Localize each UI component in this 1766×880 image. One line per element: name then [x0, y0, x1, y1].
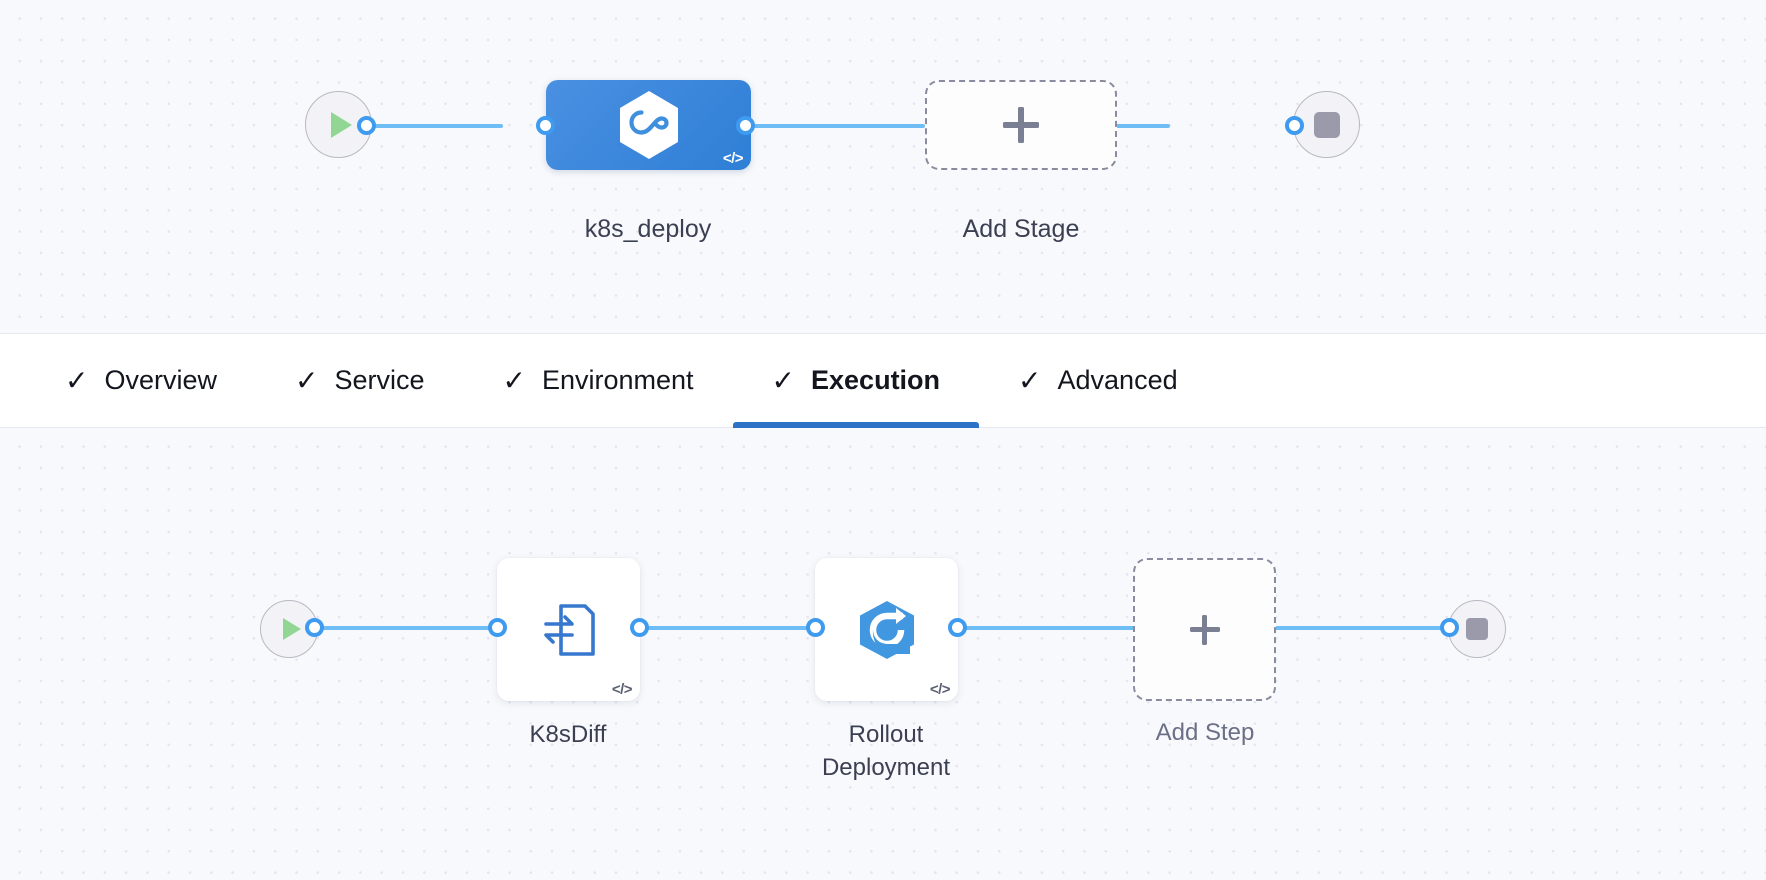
edge-rollout-to-add-step: [940, 626, 1140, 630]
stage-node-k8s-deploy[interactable]: </>: [546, 80, 751, 170]
connector-dot-exec-start-out[interactable]: [305, 618, 324, 637]
stage-pipeline-canvas[interactable]: </> k8s_deploy Add Stage: [0, 0, 1766, 333]
stage-node-label-k8s-deploy: k8s_deploy: [584, 215, 712, 243]
tab-execution[interactable]: ✓ Execution: [732, 333, 980, 429]
connector-dot-exec-end-in[interactable]: [1440, 618, 1459, 637]
connector-dot-rollout-out[interactable]: [948, 618, 967, 637]
edge-k8s-deploy-to-add-stage: [660, 124, 925, 128]
play-icon: [282, 618, 301, 640]
check-icon: ✓: [65, 364, 89, 396]
edge-start-to-k8s-deploy: [325, 124, 503, 128]
connector-dot-end-in[interactable]: [1285, 116, 1304, 135]
stop-icon: [1313, 111, 1340, 138]
add-step-label: Add Step: [1155, 719, 1255, 746]
tab-label-environment: Environment: [541, 365, 694, 395]
rollout-deployment-icon: [859, 600, 914, 659]
check-icon: ✓: [1018, 364, 1042, 396]
edge-start-to-k8sdiff: [297, 626, 502, 630]
tab-overview[interactable]: ✓ Overview: [26, 333, 256, 428]
stage-pipeline: </> k8s_deploy Add Stage: [0, 0, 1766, 333]
step-node-k8sdiff[interactable]: </>: [497, 558, 640, 701]
edge-add-step-to-end: [1268, 626, 1448, 630]
tab-environment[interactable]: ✓ Environment: [464, 333, 733, 428]
play-icon: [331, 111, 352, 138]
code-view-icon[interactable]: </>: [611, 681, 633, 698]
code-view-icon[interactable]: </>: [722, 150, 744, 167]
add-step-button[interactable]: [1133, 558, 1276, 701]
tab-advanced[interactable]: ✓ Advanced: [979, 333, 1217, 428]
connector-dot-rollout-in[interactable]: [806, 618, 825, 637]
tab-service[interactable]: ✓ Service: [256, 333, 464, 428]
check-icon: ✓: [295, 364, 319, 396]
connector-dot-k8s-deploy-in[interactable]: [536, 116, 555, 135]
stop-icon: [1466, 618, 1488, 640]
connector-dot-start-out[interactable]: [357, 116, 376, 135]
step-node-rollout-deployment[interactable]: </>: [815, 558, 958, 701]
connector-dot-k8sdiff-out[interactable]: [630, 618, 649, 637]
edge-k8sdiff-to-rollout: [630, 626, 815, 630]
connector-dot-k8sdiff-in[interactable]: [488, 618, 507, 637]
tab-label-execution: Execution: [811, 365, 941, 395]
stage-config-tabs: ✓ Overview ✓ Service ✓ Environment ✓ Exe…: [0, 333, 1766, 429]
code-view-icon[interactable]: </>: [929, 681, 951, 698]
step-label-rollout-deployment: Rollout Deployment: [821, 721, 951, 782]
check-icon: ✓: [771, 364, 796, 396]
tab-label-overview: Overview: [104, 365, 217, 395]
k8s-diff-icon: [543, 603, 595, 656]
check-icon: ✓: [502, 364, 526, 396]
plus-icon: [1189, 614, 1220, 645]
connector-dot-k8s-deploy-out[interactable]: [736, 116, 755, 135]
execution-pipeline-canvas[interactable]: </> K8sDiff </> Rollout Deployment Add S…: [0, 428, 1766, 880]
execution-pipeline: </> K8sDiff </> Rollout Deployment Add S…: [0, 428, 1766, 880]
add-stage-label: Add Stage: [962, 215, 1080, 243]
harness-hexagon-icon: [619, 91, 678, 159]
plus-icon: [1003, 107, 1039, 143]
tab-label-service: Service: [334, 365, 425, 395]
add-stage-button[interactable]: [925, 80, 1117, 170]
step-label-k8sdiff: K8sDiff: [529, 721, 607, 748]
tab-label-advanced: Advanced: [1057, 365, 1178, 395]
